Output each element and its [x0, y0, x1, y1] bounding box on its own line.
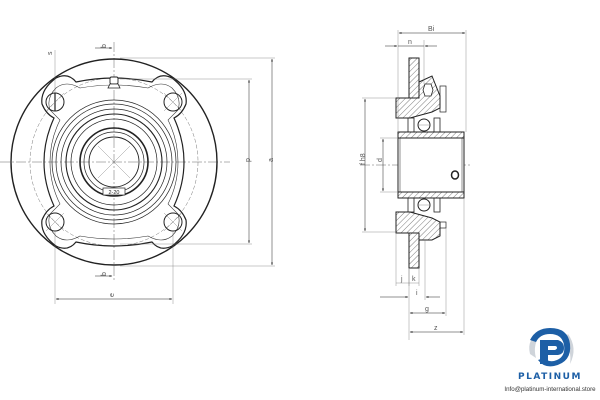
shaft-bore — [88, 136, 140, 188]
bolt-hole-top-right — [163, 92, 183, 112]
flange-outline — [10, 58, 218, 266]
brand-name: PLATINUM — [518, 372, 582, 382]
set-screw — [450, 170, 460, 180]
dim-label-z: z — [434, 325, 438, 332]
dim-label-b-top: b — [101, 44, 108, 48]
dim-label-p: p — [245, 158, 252, 162]
dim-label-n: n — [408, 39, 412, 46]
dim-label-a: a — [268, 158, 275, 162]
housing-body — [41, 75, 187, 249]
dim-label-Bi: Bi — [428, 26, 435, 33]
inner-ring-bore — [397, 137, 465, 193]
dim-label-d: d — [377, 158, 384, 162]
grease-nipple — [107, 76, 121, 89]
dim-label-j: j — [400, 276, 403, 283]
dim-label-s: s — [47, 51, 54, 55]
dim-label-b-bottom: b — [101, 272, 108, 276]
dim-label-i: i — [416, 290, 418, 297]
dim-label-e: e — [109, 293, 116, 297]
dim-label-g: g — [425, 306, 429, 313]
contact-email: Info@platinum-international.store — [504, 386, 596, 393]
platinum-p-logo-icon — [529, 328, 574, 367]
flange-section — [408, 57, 420, 99]
dim-label-f-h8: f h8 — [360, 153, 367, 165]
side-section-view: Bi n f h8 d j k i g — [360, 26, 470, 340]
bearing-marking: 2-20 — [108, 190, 119, 196]
front-view: 2-20 s b b p a e — [0, 42, 275, 304]
dim-label-k: k — [412, 276, 416, 283]
platinum-logo: PLATINUM Info@platinum-international.sto… — [500, 320, 600, 400]
